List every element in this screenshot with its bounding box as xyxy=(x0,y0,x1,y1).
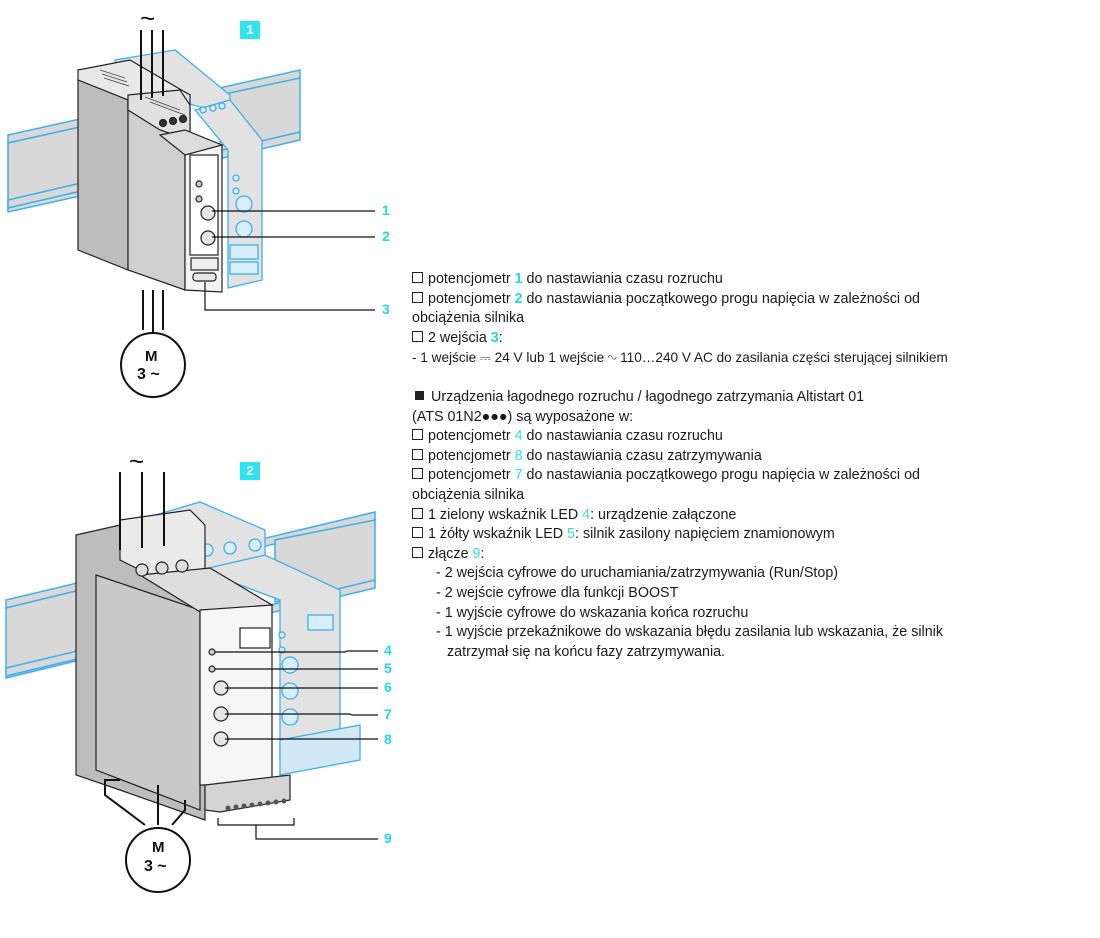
callout-8: 8 xyxy=(384,731,392,747)
leader-lines-2 xyxy=(215,650,378,840)
motor-label-phase: 3 ~ xyxy=(137,366,160,383)
main-device-1 xyxy=(77,59,224,293)
ac-supply-symbol: ~ xyxy=(140,3,156,33)
description-ats01: Urządzenia łagodnego rozruchu / łagodneg… xyxy=(412,388,943,662)
list-item: potencjometr 1 do nastawiania czasu rozr… xyxy=(412,270,948,290)
callout-7: 7 xyxy=(384,706,392,722)
square-bullet-icon xyxy=(415,391,424,400)
motor-wires-2 xyxy=(104,779,186,826)
main-device-2 xyxy=(75,509,291,821)
list-item: 2 wejścia 3: xyxy=(412,329,948,349)
leader-lines-1 xyxy=(204,210,375,311)
figure-badge-1: 1 xyxy=(240,21,260,39)
potentiometer-1 xyxy=(200,205,216,221)
sub-item: - 2 wejście cyfrowe dla funkcji BOOST xyxy=(436,584,679,601)
checkbox-bullet-icon xyxy=(412,527,423,539)
checkbox-bullet-icon xyxy=(412,448,423,460)
input-terminal-3 xyxy=(192,272,217,282)
callout-2: 2 xyxy=(382,228,390,244)
list-item: złącze 9: xyxy=(412,545,943,565)
callout-6: 6 xyxy=(384,679,392,695)
supply-wires-2 xyxy=(119,472,165,550)
callout-3: 3 xyxy=(382,301,390,317)
ac-supply-symbol: ~ xyxy=(129,446,145,476)
led-green-4 xyxy=(208,648,216,656)
led-yellow-5 xyxy=(208,665,216,673)
list-item: potencjometr 4 do nastawiania czasu rozr… xyxy=(412,427,943,447)
sub-item: - 1 wyjście przekaźnikowe do wskazania b… xyxy=(436,624,943,641)
motor-wires-1 xyxy=(142,290,164,334)
list-item: potencjometr 7 do nastawiania początkowe… xyxy=(412,466,943,486)
figure-badge-2: 2 xyxy=(240,462,260,480)
description-u01: potencjometr 1 do nastawiania czasu rozr… xyxy=(412,270,948,368)
sub-item-continuation: zatrzymał się na końcu fazy zatrzymywani… xyxy=(447,643,726,660)
checkbox-bullet-icon xyxy=(412,429,423,441)
checkbox-bullet-icon xyxy=(412,546,423,558)
list-item-continuation: obciążenia silnika xyxy=(412,310,525,327)
list-item: potencjometr 2 do nastawiania początkowe… xyxy=(412,290,948,310)
section-heading-cont: (ATS 01N2●●●) są wyposażone w: xyxy=(412,408,634,425)
figure-altistart-01: 2 ~ M 3 ~ 4 5 6 7 8 9 xyxy=(0,440,400,910)
checkbox-bullet-icon xyxy=(412,291,423,303)
callout-1: 1 xyxy=(382,202,390,218)
motor-label-phase: 3 ~ xyxy=(144,858,167,875)
list-item: 1 żółty wskaźnik LED 5: silnik zasilony … xyxy=(412,525,943,545)
motor-label-m: M xyxy=(152,839,165,856)
device-illustration-2 xyxy=(5,472,378,893)
checkbox-bullet-icon xyxy=(412,272,423,283)
motor-circle-2 xyxy=(125,827,191,893)
sub-item: - 2 wejścia cyfrowe do uruchamiania/zatr… xyxy=(436,565,839,582)
motor-label-m: M xyxy=(145,348,158,365)
callout-4: 4 xyxy=(384,642,392,658)
motor-circle-1 xyxy=(120,332,186,398)
checkbox-bullet-icon xyxy=(412,468,423,480)
list-item: 1 zielony wskaźnik LED 4: urządzenie zał… xyxy=(412,506,943,526)
figure-altistart-u01: 1 ~ M 3 ~ 1 2 3 xyxy=(0,0,400,400)
sub-item: - 1 wyjście cyfrowe do wskazania końca r… xyxy=(436,604,749,621)
checkbox-bullet-icon xyxy=(412,330,423,342)
potentiometer-2 xyxy=(200,230,216,246)
callout-5: 5 xyxy=(384,660,392,676)
callout-9: 9 xyxy=(384,830,392,846)
supply-wires-1 xyxy=(140,30,164,100)
list-item-continuation: obciążenia silnika xyxy=(412,486,525,503)
ac-symbol-icon: ∿ xyxy=(607,350,617,366)
input-voltage-line: - 1 wejście ⎓ 24 V lub 1 wejście ∿ 110…2… xyxy=(412,350,948,366)
ac-dc-symbol-icon: ⎓ xyxy=(480,350,491,366)
checkbox-bullet-icon xyxy=(412,507,423,519)
list-item: potencjometr 8 do nastawiania czasu zatr… xyxy=(412,447,943,467)
device-illustration-1 xyxy=(7,30,375,398)
section-heading: Urządzenia łagodnego rozruchu / łagodneg… xyxy=(412,388,943,408)
neighbor-device-2 xyxy=(144,501,361,776)
